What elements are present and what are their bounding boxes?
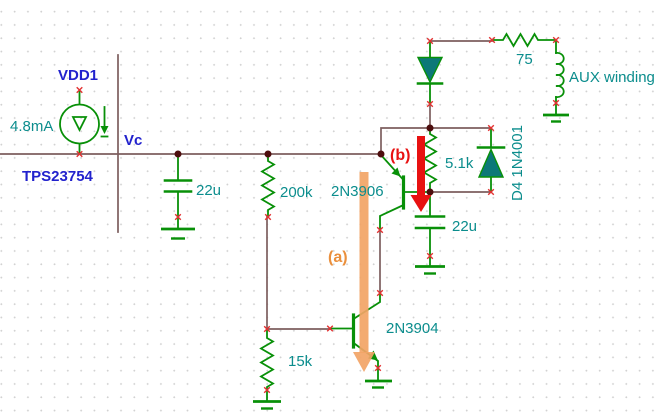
capacitor-plates	[163, 179, 193, 193]
current-source-value[interactable]: 4.8mA	[10, 118, 53, 135]
transistor-2n3906[interactable]	[379, 153, 431, 231]
capacitor-left-value[interactable]: 22u	[196, 182, 221, 199]
resistor-75-value[interactable]: 75	[516, 51, 533, 68]
capacitor-plates	[414, 215, 446, 230]
labels: VDD1 4.8mA TPS23754 Vc 22u 200k 2N3906 5…	[10, 51, 655, 370]
diode-triangle	[477, 147, 505, 178]
current-source[interactable]	[59, 89, 109, 155]
transistor-2n3904-label[interactable]: 2N3904	[386, 320, 439, 337]
resistor-200k[interactable]	[260, 153, 276, 218]
resistor-body	[422, 127, 438, 193]
junction-dot	[426, 188, 434, 196]
net-label-vc[interactable]: Vc	[124, 132, 142, 149]
diode-top[interactable]	[416, 40, 444, 105]
resistor-5k1[interactable]	[422, 127, 438, 193]
aux-winding-label[interactable]: AUX winding	[569, 69, 655, 86]
junction-dot	[174, 150, 182, 158]
resistor-15k-value[interactable]: 15k	[288, 353, 313, 370]
resistor-200k-value[interactable]: 200k	[280, 184, 313, 201]
current-direction-arrowhead	[100, 126, 109, 134]
diode-d4-1n4001[interactable]	[476, 127, 506, 193]
diode-d4-label[interactable]: D4 1N4001	[509, 125, 526, 201]
transistor-2n3906-label[interactable]: 2N3906	[331, 183, 384, 200]
transistor-emitter-arrowhead	[391, 167, 401, 177]
current-source-body	[59, 103, 100, 145]
capacitor-22u-right[interactable]	[414, 191, 446, 275]
annotation-arrow-b	[410, 136, 432, 212]
resistor-75[interactable]	[491, 32, 557, 48]
transistor-collector	[379, 203, 405, 231]
inductor-coils	[554, 52, 565, 98]
junction-dot	[426, 124, 434, 132]
inductor-aux-winding[interactable]	[543, 39, 569, 123]
ic-label-tps23754[interactable]: TPS23754	[22, 168, 94, 185]
capacitor-22u-left[interactable]	[161, 153, 195, 240]
junction-dot	[264, 150, 272, 158]
capacitor-right-value[interactable]: 22u	[452, 218, 477, 235]
arrow-a-head	[353, 352, 375, 372]
pin-markers	[75, 36, 560, 394]
junction-dots	[174, 124, 434, 196]
annotation-a-label: (a)	[328, 249, 348, 266]
resistor-body	[259, 329, 275, 402]
arrow-b-head	[410, 195, 432, 212]
wire-vc-to-top-node[interactable]	[380, 127, 492, 155]
annotation-b-label: (b)	[390, 147, 410, 164]
current-source-triangle	[71, 116, 88, 133]
resistor-body	[491, 32, 557, 48]
diode-triangle	[416, 56, 444, 84]
wires[interactable]	[0, 40, 493, 330]
resistor-5k1-value[interactable]: 5.1k	[445, 155, 474, 172]
resistor-body	[260, 153, 276, 218]
net-label-vdd1[interactable]: VDD1	[58, 67, 98, 84]
annotation-arrow-a	[353, 172, 375, 372]
wire-r200k-to-base[interactable]	[266, 216, 331, 330]
junction-dot	[377, 150, 385, 158]
resistor-15k[interactable]	[253, 329, 281, 410]
